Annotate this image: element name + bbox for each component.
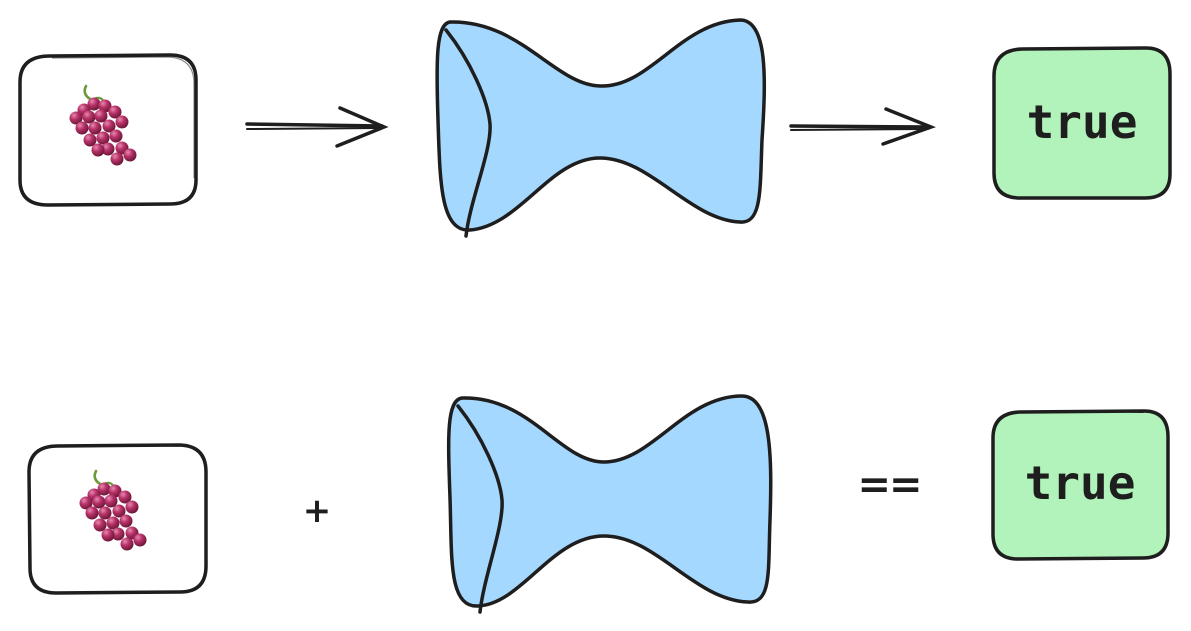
row-1: true [18, 18, 1172, 238]
input-card-row-2 [27, 443, 208, 595]
result-card-row-1: true [992, 46, 1172, 200]
plus-operator: + [303, 491, 332, 531]
result-label-row-1: true [1027, 95, 1138, 149]
result-label-row-2: true [1025, 456, 1136, 510]
bowtie-model-icon-row-1 [435, 18, 767, 238]
row-2: + == true [27, 394, 1170, 614]
equals-operator: == [857, 462, 920, 508]
result-card-row-2: true [991, 409, 1170, 561]
bowtie-model-icon-row-2 [446, 394, 773, 614]
arrow-icon [245, 106, 389, 148]
input-card-row-1 [18, 53, 198, 207]
arrow-icon [789, 107, 936, 146]
